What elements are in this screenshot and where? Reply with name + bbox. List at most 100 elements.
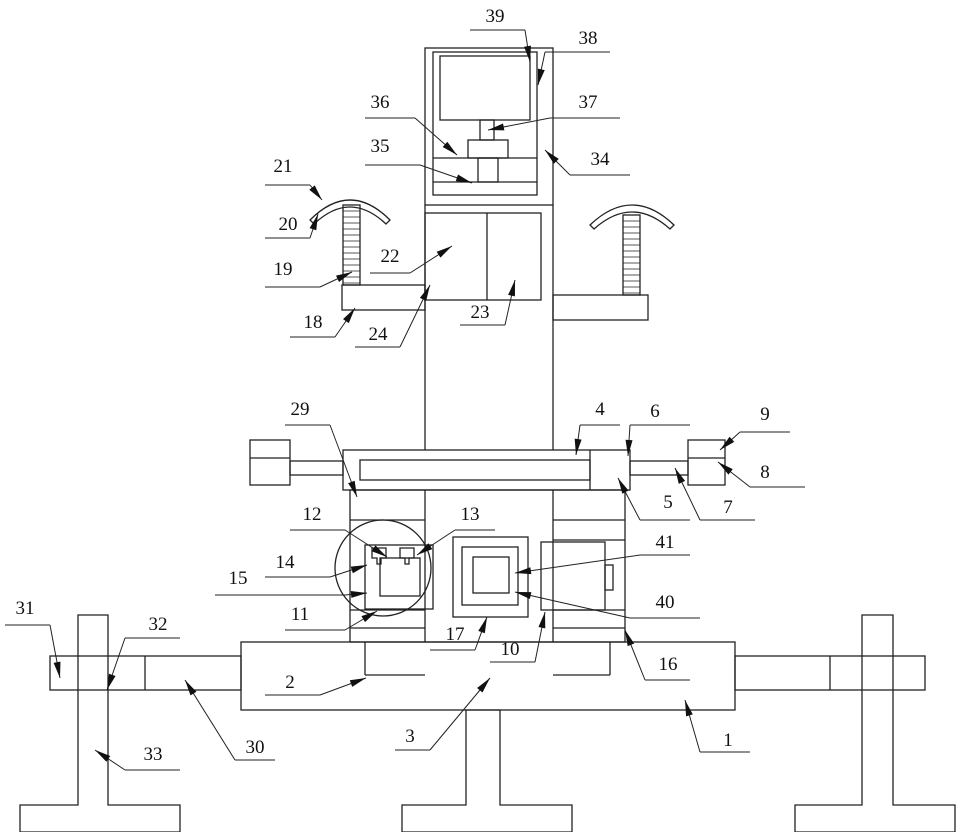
label-number: 1 [723,730,733,751]
label-4: 4 [575,399,620,455]
sensor [473,557,509,593]
label-number: 11 [291,604,309,625]
label-number: 31 [16,598,35,619]
label-30: 30 [185,680,275,760]
arrowhead-icon [372,545,387,557]
label-24: 24 [355,285,430,347]
right-leg [795,615,955,832]
arrowhead-icon [626,440,633,456]
arrowhead-icon [508,280,515,296]
label-number: 30 [246,737,265,758]
right-arm [553,295,648,320]
structure [20,48,955,832]
label-number: 23 [471,302,490,323]
label-32: 32 [107,614,180,690]
label-16: 16 [625,630,690,680]
lower-body [350,490,625,642]
arrowhead-icon [477,678,490,693]
label-number: 20 [279,214,298,235]
arrowhead-icon [309,185,322,200]
label-number: 7 [723,497,733,518]
label-number: 2 [285,672,295,693]
label-number: 13 [461,504,480,525]
label-38: 38 [538,28,610,85]
arrowhead-icon [625,630,634,646]
label-7: 7 [675,468,755,520]
arrowhead-icon [618,478,629,494]
label-3: 3 [395,678,490,750]
label-number: 12 [303,504,322,525]
arrowhead-icon [538,69,545,85]
label-number: 36 [371,92,390,113]
label-9: 9 [720,404,790,450]
label-number: 10 [501,639,520,660]
label-22: 22 [370,246,452,273]
label-number: 40 [656,592,675,613]
arrowhead-icon [478,617,487,633]
arrowhead-icon [437,246,452,258]
label-10: 10 [490,612,545,662]
label-8: 8 [718,462,805,487]
label-number: 15 [229,568,248,589]
arrowhead-icon [538,612,545,628]
label-number: 22 [381,246,400,267]
label-number: 38 [579,28,598,49]
gear-block [468,140,508,158]
left-leg [20,615,180,832]
top-screen [440,56,530,120]
label-5: 5 [618,478,690,520]
label-number: 14 [276,552,296,573]
label-number: 8 [760,462,770,483]
label-number: 9 [760,404,770,425]
arrowhead-icon [575,439,582,455]
label-17: 17 [430,617,487,650]
arrowhead-icon [675,468,685,484]
label-29: 29 [285,399,357,497]
arrowhead-icon [488,124,504,131]
label-number: 3 [405,726,415,747]
slide-rail [360,460,590,480]
label-number: 33 [144,744,163,765]
label-14: 14 [265,552,367,577]
label-19: 19 [265,259,352,287]
arrowhead-icon [685,700,693,716]
arrowhead-icon [54,662,61,678]
label-number: 32 [149,614,168,635]
label-number: 37 [579,92,598,113]
label-number: 29 [291,399,310,420]
label-37: 37 [488,92,620,130]
base [241,642,735,710]
label-number: 16 [659,654,678,675]
label-11: 11 [285,604,377,630]
label-number: 6 [650,401,660,422]
label-number: 17 [446,624,465,645]
arrowhead-icon [524,46,531,62]
lower-shaft [478,158,498,182]
label-number: 21 [274,156,293,177]
label-40: 40 [515,592,700,618]
label-number: 5 [663,492,673,513]
label-number: 19 [274,259,293,280]
center-leg [402,710,572,832]
label-1: 1 [685,700,750,752]
label-31: 31 [5,598,60,678]
label-35: 35 [365,136,472,183]
left-block [250,440,290,485]
label-number: 4 [595,399,605,420]
left-arm [342,285,425,310]
label-18: 18 [290,308,355,337]
label-20: 20 [265,214,318,238]
label-21: 21 [265,156,322,200]
label-2: 2 [265,672,366,695]
arrowhead-icon [350,678,366,687]
label-number: 35 [371,136,390,157]
label-number: 18 [304,312,323,333]
label-number: 39 [486,6,505,27]
label-number: 24 [369,324,389,345]
label-34: 34 [545,149,630,175]
label-number: 41 [656,532,675,553]
control-box [425,213,541,300]
label-39: 39 [470,6,531,62]
label-6: 6 [626,401,690,456]
